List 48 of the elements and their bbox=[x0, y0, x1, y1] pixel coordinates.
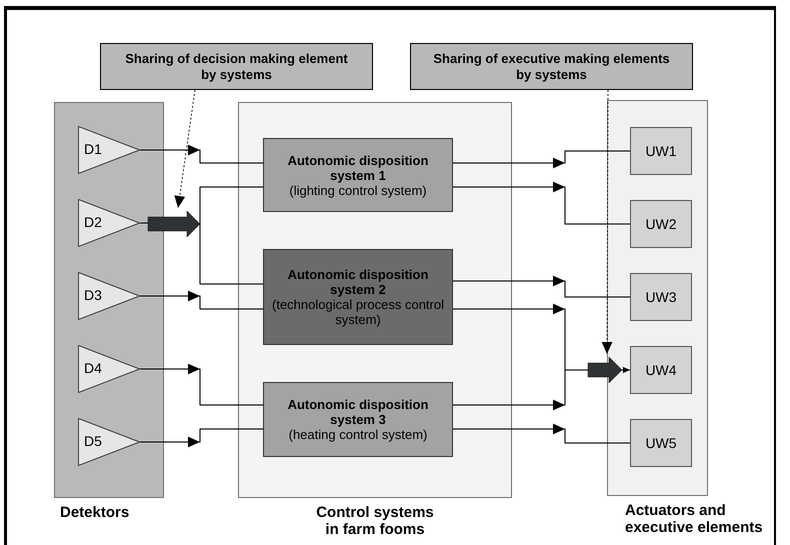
block-arrow bbox=[588, 354, 622, 386]
arrow bbox=[622, 366, 630, 374]
actuator-label: UW5 bbox=[645, 435, 677, 451]
arrow bbox=[452, 424, 630, 444]
system-title: Autonomic disposition system 2 bbox=[286, 267, 430, 297]
arrow bbox=[452, 182, 630, 224]
panel-heading: Control systems in farm fooms bbox=[315, 504, 435, 538]
arrow bbox=[452, 276, 630, 298]
callout-box: Sharing of executive making elements by systems bbox=[410, 43, 693, 90]
detector-triangle bbox=[78, 126, 140, 174]
system-box bbox=[263, 138, 453, 212]
block-arrow bbox=[148, 208, 200, 240]
panel-heading: Actuators and executive elements bbox=[625, 502, 764, 536]
actuator-label: UW3 bbox=[645, 289, 677, 305]
arrow bbox=[452, 370, 588, 410]
detector-triangle bbox=[78, 272, 140, 320]
callout-box: Sharing of decision making element by systems bbox=[100, 43, 373, 90]
panel-heading: Detektors bbox=[60, 504, 130, 521]
detector-triangle bbox=[78, 345, 140, 393]
actuator-box bbox=[630, 346, 692, 394]
actuator-box bbox=[630, 200, 692, 248]
leader-line bbox=[602, 90, 612, 354]
arrow bbox=[140, 290, 264, 310]
system-title: Autonomic disposition system 3 bbox=[286, 397, 430, 427]
detector-label: D4 bbox=[84, 360, 102, 376]
system-box bbox=[263, 382, 453, 457]
actuator-box bbox=[630, 419, 692, 467]
system-subtitle: (technological process control system) bbox=[271, 297, 445, 327]
system-subtitle: (lighting control system) bbox=[288, 182, 428, 198]
arrow bbox=[140, 428, 264, 448]
detector-label: D2 bbox=[84, 214, 102, 230]
arrow bbox=[452, 150, 630, 168]
system-title: Autonomic disposition system 1 bbox=[286, 152, 430, 182]
detector-triangle bbox=[78, 418, 140, 466]
arrow bbox=[140, 144, 264, 164]
actuator-box bbox=[630, 127, 692, 175]
detector-label: D3 bbox=[84, 287, 102, 303]
detector-triangle bbox=[78, 199, 140, 247]
arrow bbox=[140, 364, 264, 406]
system-subtitle: (heating control system) bbox=[288, 427, 428, 442]
leader-line bbox=[174, 90, 196, 208]
detector-label: D5 bbox=[84, 433, 102, 449]
actuator-box bbox=[630, 273, 692, 321]
detector-label: D1 bbox=[84, 141, 102, 157]
actuator-label: UW4 bbox=[645, 362, 677, 378]
system-box bbox=[263, 249, 453, 345]
actuator-label: UW2 bbox=[645, 216, 677, 232]
actuator-label: UW1 bbox=[645, 143, 677, 159]
